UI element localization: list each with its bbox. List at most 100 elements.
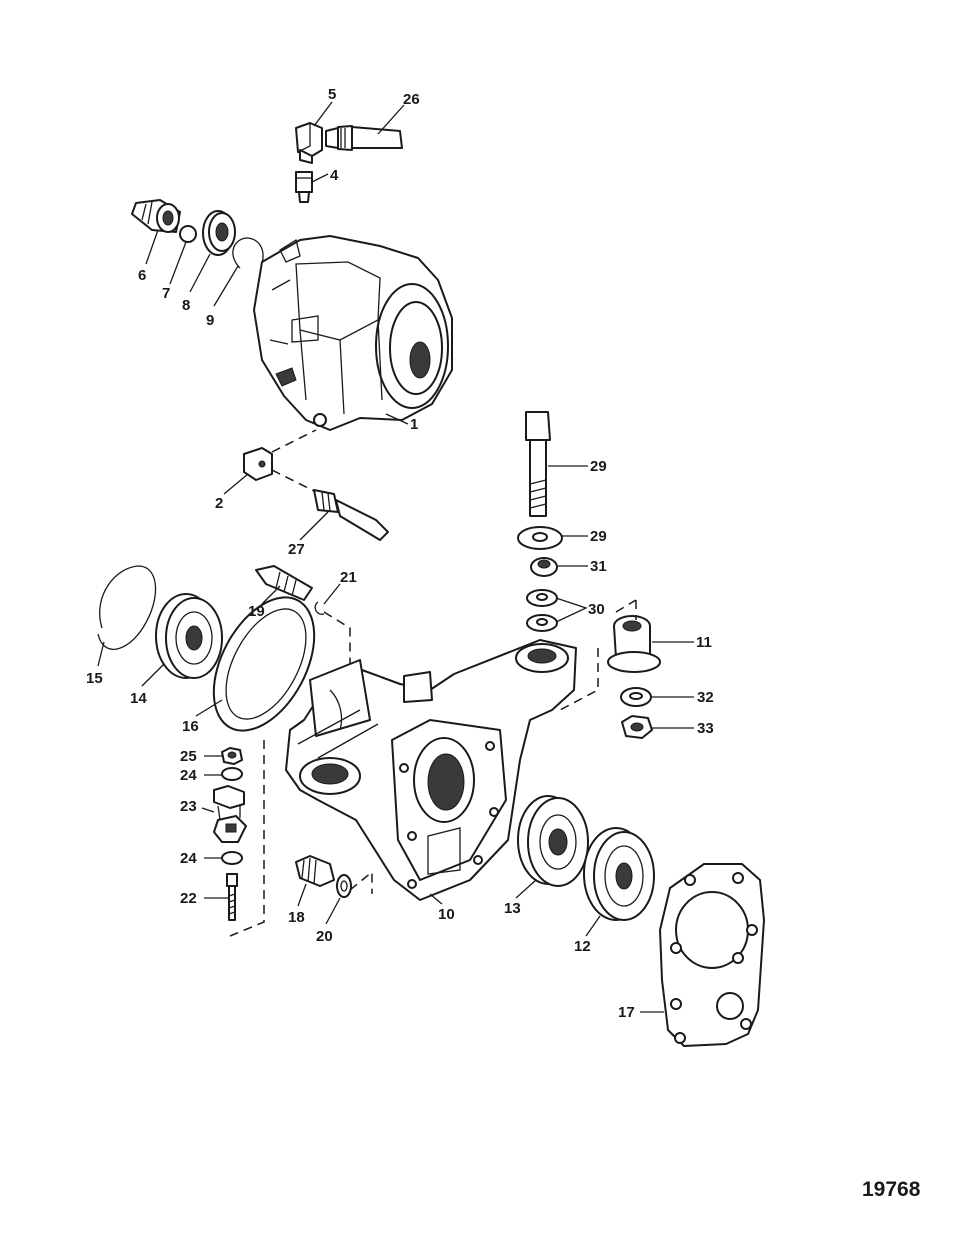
alignment-line-18 [349, 870, 373, 894]
callout-label: 6 [138, 267, 146, 284]
callout-label: 29 [590, 458, 607, 475]
part-5-elbow-fitting [295, 122, 323, 164]
alignment-line-11 [615, 599, 637, 620]
callout-14: 14 [130, 663, 165, 707]
callout-1: 1 [385, 413, 418, 433]
callout-21: 21 [323, 569, 357, 605]
callout-24-upper: 24 [180, 767, 222, 784]
part-25-nut [221, 747, 243, 765]
callout-9: 9 [206, 265, 239, 329]
part-12-oil-seal [583, 827, 655, 921]
callout-label: 11 [696, 634, 712, 651]
callout-label: 31 [590, 558, 607, 575]
callout-label: 26 [403, 91, 420, 108]
part-14-bearing [155, 593, 223, 679]
callout-32: 32 [652, 689, 714, 706]
callout-label: 16 [182, 718, 199, 735]
part-29-washer [517, 526, 563, 550]
callout-24-lower: 24 [180, 850, 222, 867]
callout-label: 27 [288, 541, 305, 558]
callout-33: 33 [652, 720, 714, 737]
callout-23: 23 [180, 798, 215, 815]
part-9-snap-ring [232, 237, 264, 269]
callout-10: 10 [429, 893, 455, 923]
callout-16: 16 [182, 699, 223, 735]
part-7-ball [179, 225, 197, 243]
callout-label: 20 [316, 928, 333, 945]
callout-label: 32 [697, 689, 714, 706]
callout-label: 18 [288, 909, 305, 926]
callout-label: 25 [180, 748, 197, 765]
callout-label: 2 [215, 495, 223, 512]
figure-number: 19768 [862, 1178, 921, 1201]
part-30-washers [526, 589, 558, 632]
callout-label: 12 [574, 938, 591, 955]
callout-label: 13 [504, 900, 521, 917]
callout-label: 29 [590, 528, 607, 545]
part-18-plug [295, 855, 335, 887]
part-23-clamp [213, 785, 247, 843]
callout-8: 8 [182, 253, 211, 314]
part-29-bolt [525, 411, 551, 517]
callout-label: 7 [162, 285, 170, 302]
part-20-washer [336, 874, 352, 898]
callout-label: 1 [410, 416, 418, 433]
callout-label: 5 [328, 86, 336, 103]
part-27-hose-barb [313, 489, 389, 541]
callout-11: 11 [652, 634, 712, 651]
part-24-washer-lower [221, 851, 243, 865]
callout-13: 13 [504, 879, 537, 917]
callout-27: 27 [288, 511, 329, 558]
callout-label: 4 [330, 167, 339, 184]
callout-31: 31 [558, 558, 607, 575]
callout-26: 26 [377, 91, 420, 135]
part-2-fitting-block [243, 447, 273, 481]
part-32-washer [620, 687, 652, 707]
part-26-hose-fitting [325, 125, 403, 151]
callout-label: 21 [340, 569, 357, 586]
part-4-adapter [295, 171, 313, 203]
part-22-screw [226, 873, 238, 921]
callout-label: 24 [180, 767, 197, 784]
part-15-snap-ring [97, 565, 157, 650]
callout-label: 8 [182, 297, 190, 314]
part-16-gasket-ring [212, 596, 316, 732]
part-19-stud [255, 565, 313, 601]
part-24-washer-upper [221, 767, 243, 781]
part-6-bushing [131, 199, 181, 233]
callout-7: 7 [162, 241, 187, 302]
callout-label: 33 [697, 720, 714, 737]
callout-4: 4 [311, 167, 339, 184]
part-11-mount-bushing [607, 615, 661, 673]
callout-label: 30 [588, 601, 605, 618]
part-13-bearing [517, 795, 589, 887]
callout-18: 18 [288, 883, 307, 926]
callout-29-washer: 29 [562, 528, 607, 545]
callout-15: 15 [86, 641, 105, 687]
part-21-clip [314, 601, 325, 615]
callout-label: 10 [438, 906, 455, 923]
alignment-line-2-to-27 [271, 469, 317, 493]
callout-6: 6 [138, 229, 159, 284]
callout-label: 9 [206, 312, 214, 329]
part-31-nut [530, 557, 558, 577]
callout-17: 17 [618, 1004, 664, 1021]
callout-label: 17 [618, 1004, 635, 1021]
callout-25: 25 [180, 748, 222, 765]
callout-label: 14 [130, 690, 147, 707]
callout-label: 24 [180, 850, 197, 867]
alignment-line-21 [323, 611, 351, 670]
part-10-housing [285, 639, 577, 901]
callout-29-bolt: 29 [548, 458, 607, 475]
alignment-line-left [229, 740, 265, 937]
callout-2: 2 [215, 473, 249, 512]
callout-22: 22 [180, 890, 228, 907]
callout-label: 23 [180, 798, 197, 815]
callout-5: 5 [313, 86, 336, 127]
part-1-pump-assembly [253, 235, 453, 431]
callout-19: 19 [248, 585, 281, 620]
callout-label: 19 [248, 603, 265, 620]
callout-label: 22 [180, 890, 197, 907]
callout-20: 20 [316, 897, 341, 945]
